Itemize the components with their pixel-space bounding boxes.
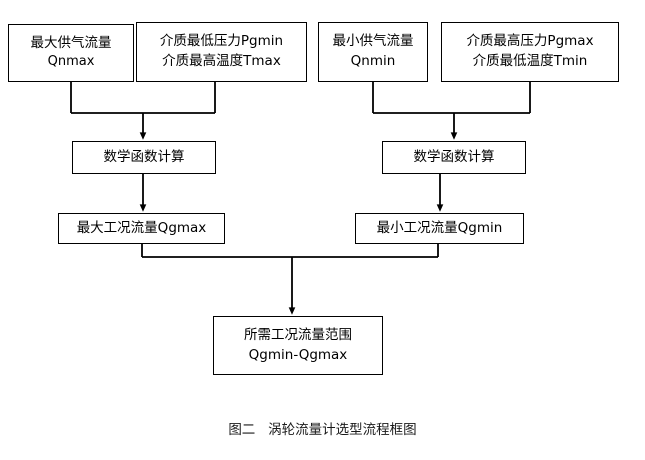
- node-max-pressure-min-temp[interactable]: 介质最高压力Pgmax 介质最低温度Tmin: [441, 22, 619, 82]
- node-max-pressure-min-temp-line1: 介质最高压力Pgmax: [466, 33, 594, 50]
- node-min-pressure-max-temp[interactable]: 介质最低压力Pgmin 介质最高温度Tmax: [136, 22, 307, 82]
- node-required-flow-range-line2: Qgmin-Qgmax: [248, 346, 348, 363]
- node-min-supply-flow[interactable]: 最小供气流量 Qnmin: [318, 22, 428, 82]
- node-min-supply-flow-line1: 最小供气流量: [332, 33, 414, 50]
- figure-caption: 图二 涡轮流量计选型流程框图: [228, 422, 417, 438]
- node-max-working-flow-label: 最大工况流量Qgmax: [76, 219, 207, 236]
- node-required-flow-range[interactable]: 所需工况流量范围 Qgmin-Qgmax: [213, 316, 383, 375]
- node-min-supply-flow-line2: Qnmin: [350, 53, 396, 69]
- node-min-working-flow[interactable]: 最小工况流量Qgmin: [355, 213, 524, 244]
- node-max-supply-flow[interactable]: 最大供气流量 Qnmax: [8, 24, 134, 82]
- node-max-supply-flow-line1: 最大供气流量: [30, 34, 112, 51]
- node-min-working-flow-label: 最小工况流量Qgmin: [376, 219, 503, 236]
- node-math-function-calc-right[interactable]: 数学函数计算: [382, 141, 526, 174]
- node-math-function-calc-left-label: 数学函数计算: [103, 148, 185, 165]
- node-max-working-flow[interactable]: 最大工况流量Qgmax: [58, 213, 225, 244]
- node-max-pressure-min-temp-line2: 介质最低温度Tmin: [472, 53, 588, 69]
- node-math-function-calc-right-label: 数学函数计算: [413, 148, 495, 165]
- node-math-function-calc-left[interactable]: 数学函数计算: [72, 141, 216, 174]
- node-min-pressure-max-temp-line1: 介质最低压力Pgmin: [159, 33, 284, 50]
- node-max-supply-flow-line2: Qnmax: [47, 54, 95, 70]
- node-min-pressure-max-temp-line2: 介质最高温度Tmax: [162, 53, 281, 69]
- node-required-flow-range-line1: 所需工况流量范围: [244, 326, 352, 343]
